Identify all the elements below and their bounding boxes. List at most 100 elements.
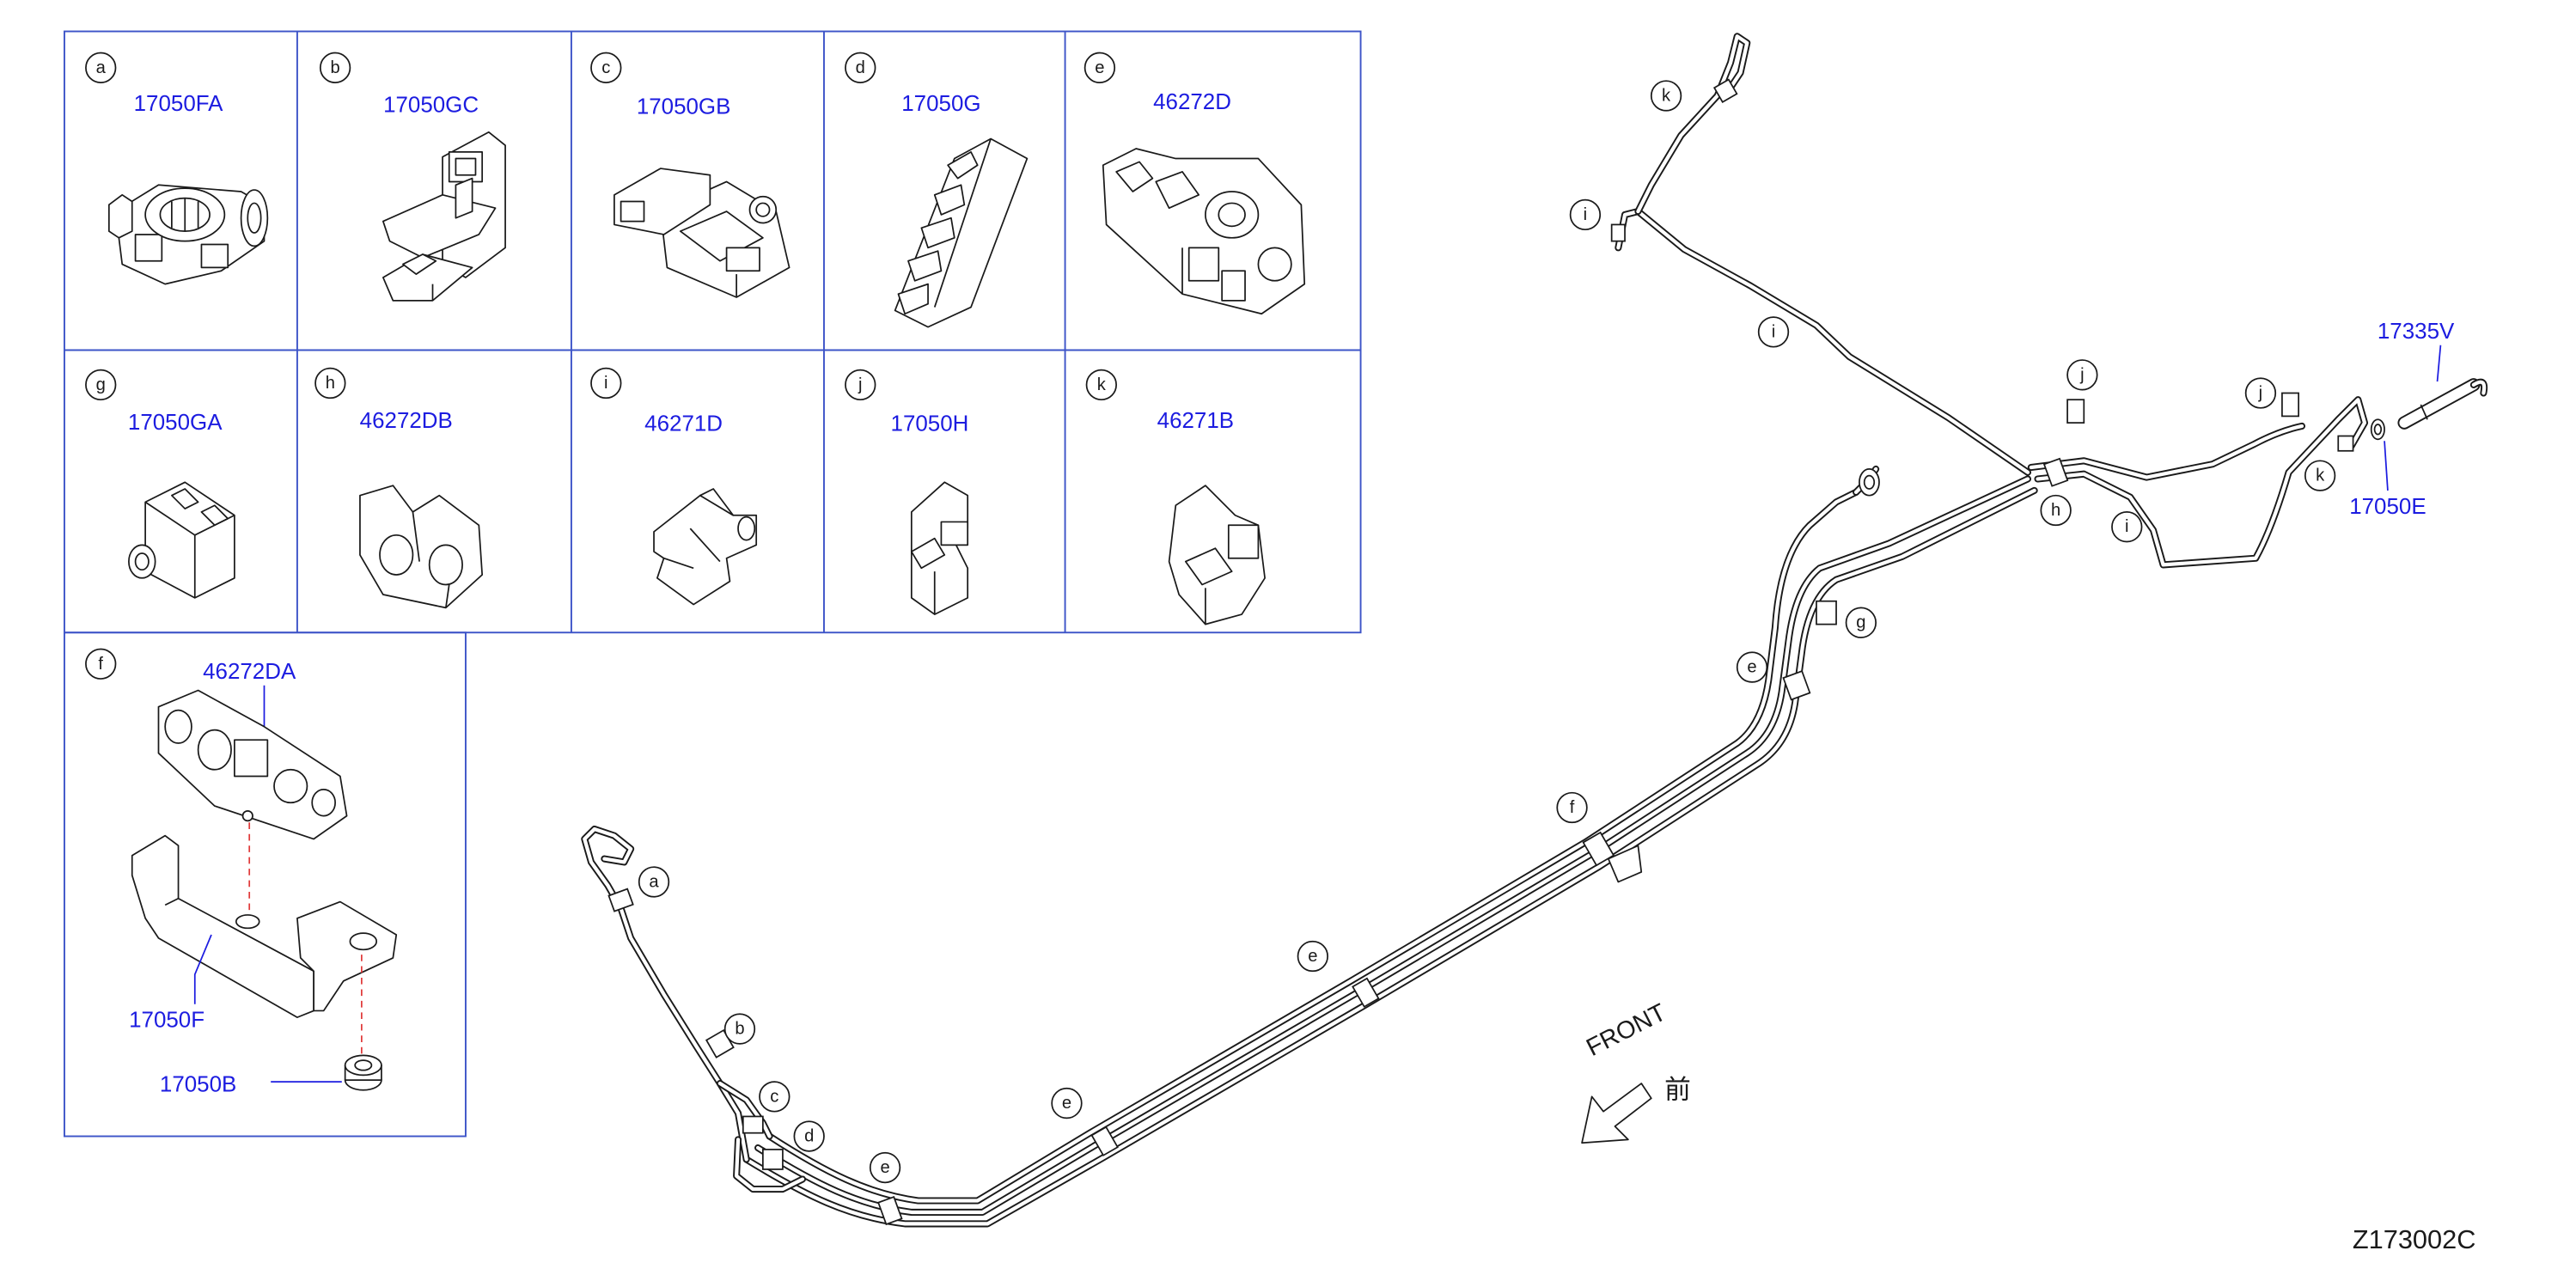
table-cell-j: j 17050H (845, 369, 969, 615)
callout-circle (1084, 52, 1116, 83)
clip-46272db-drawing (359, 485, 484, 609)
clip-17050fa-drawing (107, 184, 269, 285)
fuel-tube-assembly: k i i j j h i k g e f e e e d c b a 1733… (581, 33, 2488, 1228)
callout-e: e (1051, 1087, 1083, 1119)
clip-46271b-drawing (1168, 485, 1266, 625)
table-cell-i: i 46271D (590, 367, 758, 606)
left-tube (581, 825, 807, 1193)
cell-letter: e (1095, 58, 1104, 77)
clip-46271d-drawing (653, 488, 758, 606)
table-border (63, 30, 1362, 634)
table-cell-c: c 17050GB (590, 52, 791, 298)
table-cell-e: e 46272D (1084, 52, 1306, 315)
clip-d (762, 1149, 784, 1170)
hose-part-number: 17335V (2378, 320, 2455, 344)
part-number-bracket: 17050F (129, 1009, 204, 1033)
callout-letter: f (1570, 798, 1575, 817)
cell-letter: d (856, 58, 865, 77)
table-cell-d: d 17050G (845, 52, 1029, 328)
front-direction-indicator: FRONT 前 (1581, 998, 1691, 1144)
callout-circle (590, 52, 622, 83)
part-number: 46272D (1153, 90, 1231, 114)
callout-circle (319, 52, 351, 83)
clip-k (2337, 435, 2354, 452)
part-number: 17050GC (383, 94, 479, 118)
table-cell-f: f 46272DA 17050F (85, 648, 398, 1097)
table-cell-f-border (63, 631, 467, 1138)
callout-letter: j (2258, 384, 2262, 403)
callout-circle (314, 367, 346, 400)
callout-j: j (2244, 377, 2277, 409)
callout-letter: i (1772, 322, 1775, 341)
callout-h: h (2040, 494, 2072, 527)
clip-h (2042, 457, 2069, 487)
part-number: 46271B (1157, 409, 1234, 433)
main-tube-bundle (742, 475, 2038, 1228)
callout-letter: k (2316, 467, 2325, 485)
clip-17050ga-drawing (128, 481, 235, 599)
callout-circle (85, 52, 117, 83)
callout-i: i (2111, 511, 2143, 543)
callout-letter: e (1747, 658, 1756, 677)
clip-17050h-drawing (910, 481, 969, 615)
clip-j (2066, 399, 2085, 424)
callout-j: j (2066, 359, 2098, 391)
clip-k (1712, 78, 1738, 104)
parts-table: a 17050FA b 17050GC (63, 30, 1362, 1138)
diagram-code: Z173002C (2353, 1224, 2476, 1254)
clip-c (742, 1115, 764, 1134)
table-cell-b: b 17050GC (319, 52, 506, 302)
callout-d: d (793, 1120, 825, 1152)
cell-letter: k (1097, 375, 1107, 394)
clip-e (1090, 1126, 1119, 1156)
table-cell-k: k 46271B (1085, 369, 1266, 625)
part-number-nut: 17050B (160, 1073, 236, 1097)
callout-e: e (1297, 940, 1328, 973)
clip-e (1352, 977, 1380, 1008)
callout-e: e (1736, 651, 1768, 683)
callout-c: c (759, 1081, 791, 1113)
cell-letter: j (858, 375, 862, 394)
callout-letter: i (2125, 517, 2128, 536)
callout-a: a (638, 866, 670, 898)
clip-j (2281, 392, 2300, 418)
clip-17050gb-drawing (613, 168, 791, 298)
callout-b: b (723, 1013, 756, 1045)
nut-17050b-drawing (344, 1054, 382, 1091)
callout-letter: a (649, 872, 659, 891)
clip-17050e (2370, 418, 2385, 441)
clip-e (1782, 670, 1811, 701)
assembly-callouts: k i i j j h i k g e f e e e d c b a (638, 80, 2336, 1184)
part-number: 17050GA (128, 411, 223, 435)
leader-line (193, 934, 212, 1004)
callout-i: i (1569, 198, 1602, 231)
table-cell-a: a 17050FA (85, 52, 269, 285)
callout-letter: e (1308, 947, 1317, 966)
part-number: 46271D (644, 412, 723, 436)
callout-k: k (1650, 80, 1682, 112)
cell-letter: a (96, 58, 107, 77)
clip-part-number: 17050E (2349, 495, 2426, 519)
callout-letter: g (1856, 613, 1865, 632)
part-number-clip: 46272DA (203, 660, 296, 684)
callout-letter: i (1584, 205, 1587, 224)
callout-letter: b (735, 1020, 744, 1039)
callout-g: g (1845, 607, 1877, 638)
clip-i (1610, 223, 1626, 242)
vapor-tube (1615, 33, 2031, 476)
leader-line (2436, 345, 2442, 382)
clip-17050gc-drawing (382, 131, 506, 302)
callout-letter: c (770, 1087, 778, 1106)
clip-e (877, 1195, 903, 1226)
callout-circle (845, 52, 876, 83)
leader-line (2384, 441, 2389, 491)
part-number: 17050FA (134, 92, 224, 116)
part-number: 17050H (891, 412, 969, 436)
callout-k: k (2304, 460, 2336, 491)
callout-circle (845, 369, 876, 401)
clip-g (1816, 600, 1837, 625)
tube-clips (607, 78, 2354, 1226)
part-number: 17050GB (637, 95, 731, 119)
front-label: FRONT (1582, 998, 1670, 1062)
